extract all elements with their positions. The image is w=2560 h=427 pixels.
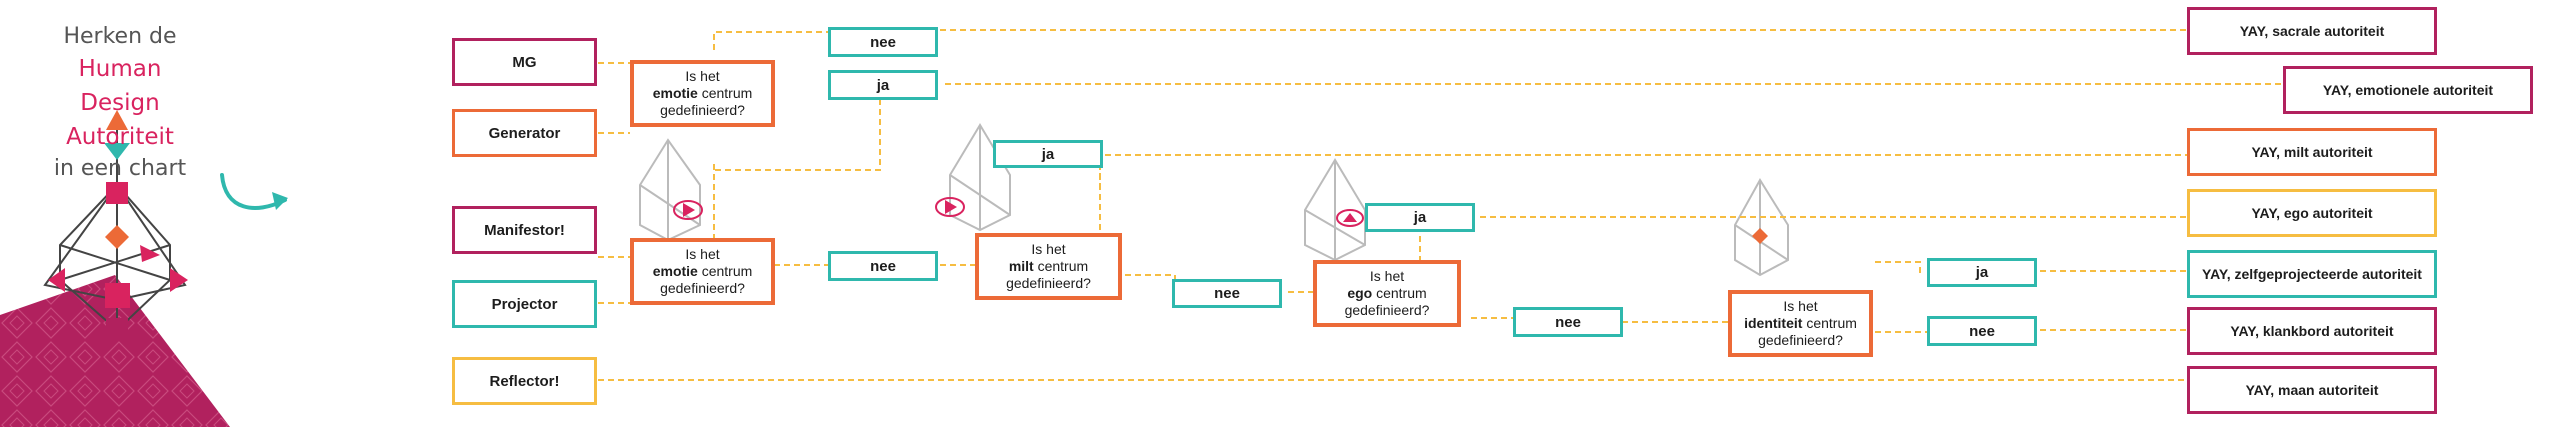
type-projector: Projector <box>452 280 597 328</box>
question-identiteit: Is het identiteit centrum gedefinieerd? <box>1728 290 1873 357</box>
answer-nee-2: nee <box>828 251 938 281</box>
type-manifestor: Manifestor! <box>452 206 597 254</box>
type-mg: MG <box>452 38 597 86</box>
throat-center <box>106 182 128 204</box>
spleen-center <box>48 268 65 292</box>
answer-nee-1: nee <box>828 27 938 57</box>
answer-ja-3: ja <box>1365 203 1475 232</box>
result-emotionele: YAY, emotionele autoriteit <box>2283 66 2533 114</box>
title-line-1: Herken de <box>63 24 177 49</box>
result-ego: YAY, ego autoriteit <box>2187 189 2437 237</box>
title-line-2: Human Design Autoriteit <box>66 56 174 150</box>
heart-center <box>140 245 160 262</box>
type-reflector: Reflector! <box>452 357 597 405</box>
question-milt: Is het milt centrum gedefinieerd? <box>975 233 1122 300</box>
root-center <box>106 318 128 340</box>
type-generator: Generator <box>452 109 597 157</box>
answer-ja-1: ja <box>828 70 938 100</box>
connectors <box>598 29 2285 381</box>
title-line-3: in een chart <box>53 156 187 181</box>
result-sacrale: YAY, sacrale autoriteit <box>2187 7 2437 55</box>
answer-ja-4: ja <box>1927 258 2037 287</box>
question-ego: Is het ego centrum gedefinieerd? <box>1313 260 1461 327</box>
question-emotie-bottom: Is het emotie centrum gedefinieerd? <box>630 238 775 305</box>
answer-nee-4: nee <box>1513 307 1623 337</box>
solar-center <box>170 268 188 292</box>
result-klankbord: YAY, klankbord autoriteit <box>2187 307 2437 355</box>
answer-nee-3: nee <box>1172 279 1282 308</box>
mini-bodygraph-identiteit <box>1734 178 1789 277</box>
mini-bodygraph-milt <box>949 123 1011 232</box>
question-emotie-top: Is het emotie centrum gedefinieerd? <box>630 60 775 127</box>
mini-bodygraph-emotie <box>639 138 701 242</box>
answer-nee-5: nee <box>1927 316 2037 346</box>
pyramid-pattern <box>0 275 230 427</box>
chart-title: Herken de Human Design Autoriteit in een… <box>40 22 200 184</box>
result-maan: YAY, maan autoriteit <box>2187 366 2437 414</box>
g-center <box>105 225 129 249</box>
ajna-center <box>104 143 130 160</box>
answer-ja-2: ja <box>993 140 1103 168</box>
head-center <box>106 110 128 130</box>
result-zelfgeprojecteerde: YAY, zelfgeprojecteerde autoriteit <box>2187 250 2437 298</box>
result-milt: YAY, milt autoriteit <box>2187 128 2437 176</box>
sacral-center <box>105 283 130 308</box>
